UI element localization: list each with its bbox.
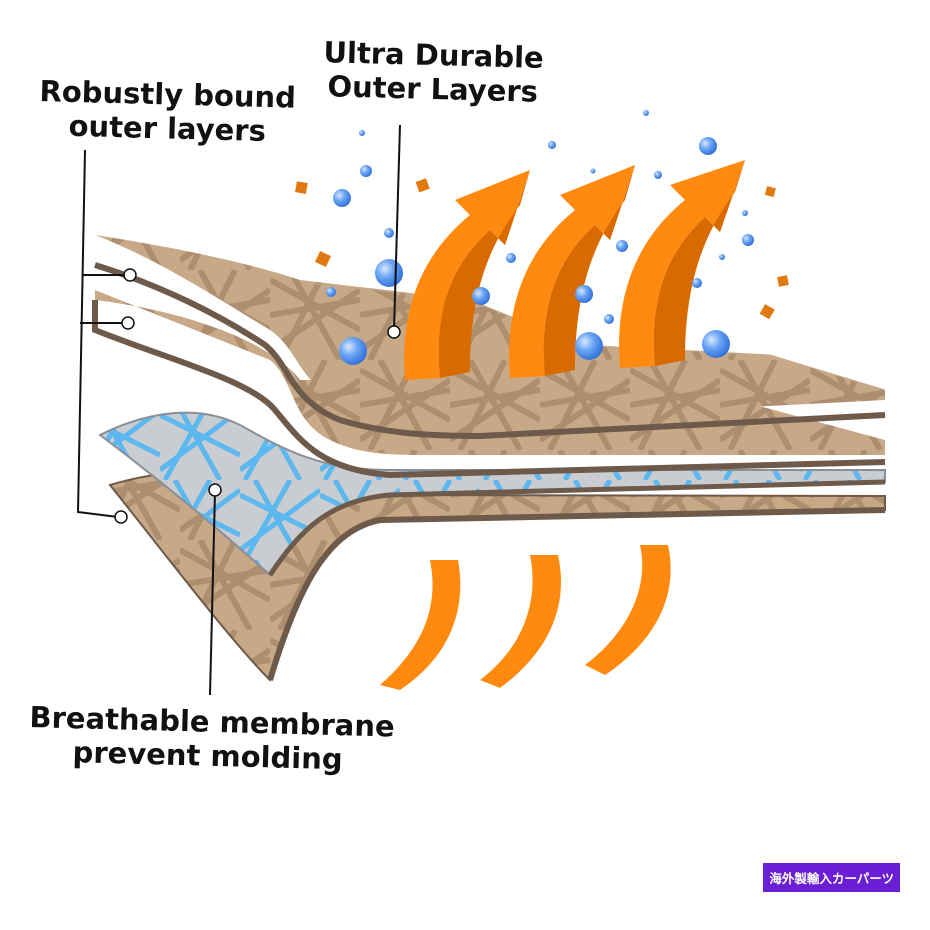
water-bubble-icon — [590, 168, 596, 174]
leader-marker-icon — [123, 268, 137, 282]
watermark-badge: 海外製輸入カーパーツ — [763, 863, 900, 892]
label-line: Ultra Durable — [323, 35, 545, 75]
leader-marker-icon — [387, 325, 401, 339]
water-bubble-icon — [702, 330, 730, 358]
water-bubble-icon — [575, 285, 593, 303]
flow-arrow-icon — [619, 160, 745, 368]
water-bubble-icon — [654, 171, 662, 179]
water-bubble-icon — [326, 287, 336, 297]
label-line: outer layers — [68, 108, 267, 149]
flow-arrow-icon — [380, 560, 461, 690]
water-bubble-icon — [616, 240, 628, 252]
water-bubble-icon — [472, 287, 490, 305]
water-bubble-icon — [339, 337, 367, 365]
water-bubble-icon — [719, 254, 725, 260]
water-bubble-icon — [548, 141, 556, 149]
flow-arrow-icon — [480, 555, 561, 688]
water-bubble-icon — [742, 234, 754, 246]
water-bubble-icon — [575, 332, 603, 360]
water-bubble-icon — [604, 314, 614, 324]
label-line: Outer Layers — [327, 69, 539, 109]
label-ultra-durable-layers: Ultra Durable Outer Layers — [322, 35, 544, 109]
dust-particle-icon — [759, 304, 775, 320]
dust-particle-icon — [295, 181, 308, 194]
leader-marker-icon — [208, 483, 222, 497]
upper-flow-arrows — [404, 160, 745, 380]
water-bubble-icon — [643, 110, 649, 116]
water-bubble-icon — [699, 137, 717, 155]
flow-arrow-icon — [509, 165, 635, 378]
flow-arrow-icon — [585, 545, 671, 675]
water-bubble-icon — [384, 228, 394, 238]
dust-particle-icon — [315, 251, 331, 267]
dust-particle-icon — [764, 186, 776, 198]
middle-outer-layer — [92, 290, 886, 479]
leader-markers — [114, 268, 401, 524]
leader-marker-icon — [114, 510, 128, 524]
water-bubble-icon — [692, 278, 702, 288]
water-bubble-icon — [742, 210, 748, 216]
water-bubble-icon — [359, 130, 365, 136]
water-bubble-icon — [375, 259, 403, 287]
dust-particles — [295, 178, 789, 320]
dust-particle-icon — [777, 275, 789, 287]
breathable-membrane-layer — [98, 411, 886, 577]
dust-particle-icon — [415, 178, 430, 193]
leader-lines — [76, 124, 401, 696]
lower-flow-arrows — [380, 545, 671, 690]
water-bubble-icon — [360, 165, 372, 177]
water-bubble-icon — [333, 189, 351, 207]
leader-marker-icon — [121, 316, 135, 330]
water-bubble-icon — [506, 253, 516, 263]
label-robust-outer-layers: Robustly bound outer layers — [38, 74, 296, 149]
flow-arrow-icon — [404, 170, 530, 380]
label-breathable-membrane: Breathable membrane prevent molding — [28, 700, 395, 778]
